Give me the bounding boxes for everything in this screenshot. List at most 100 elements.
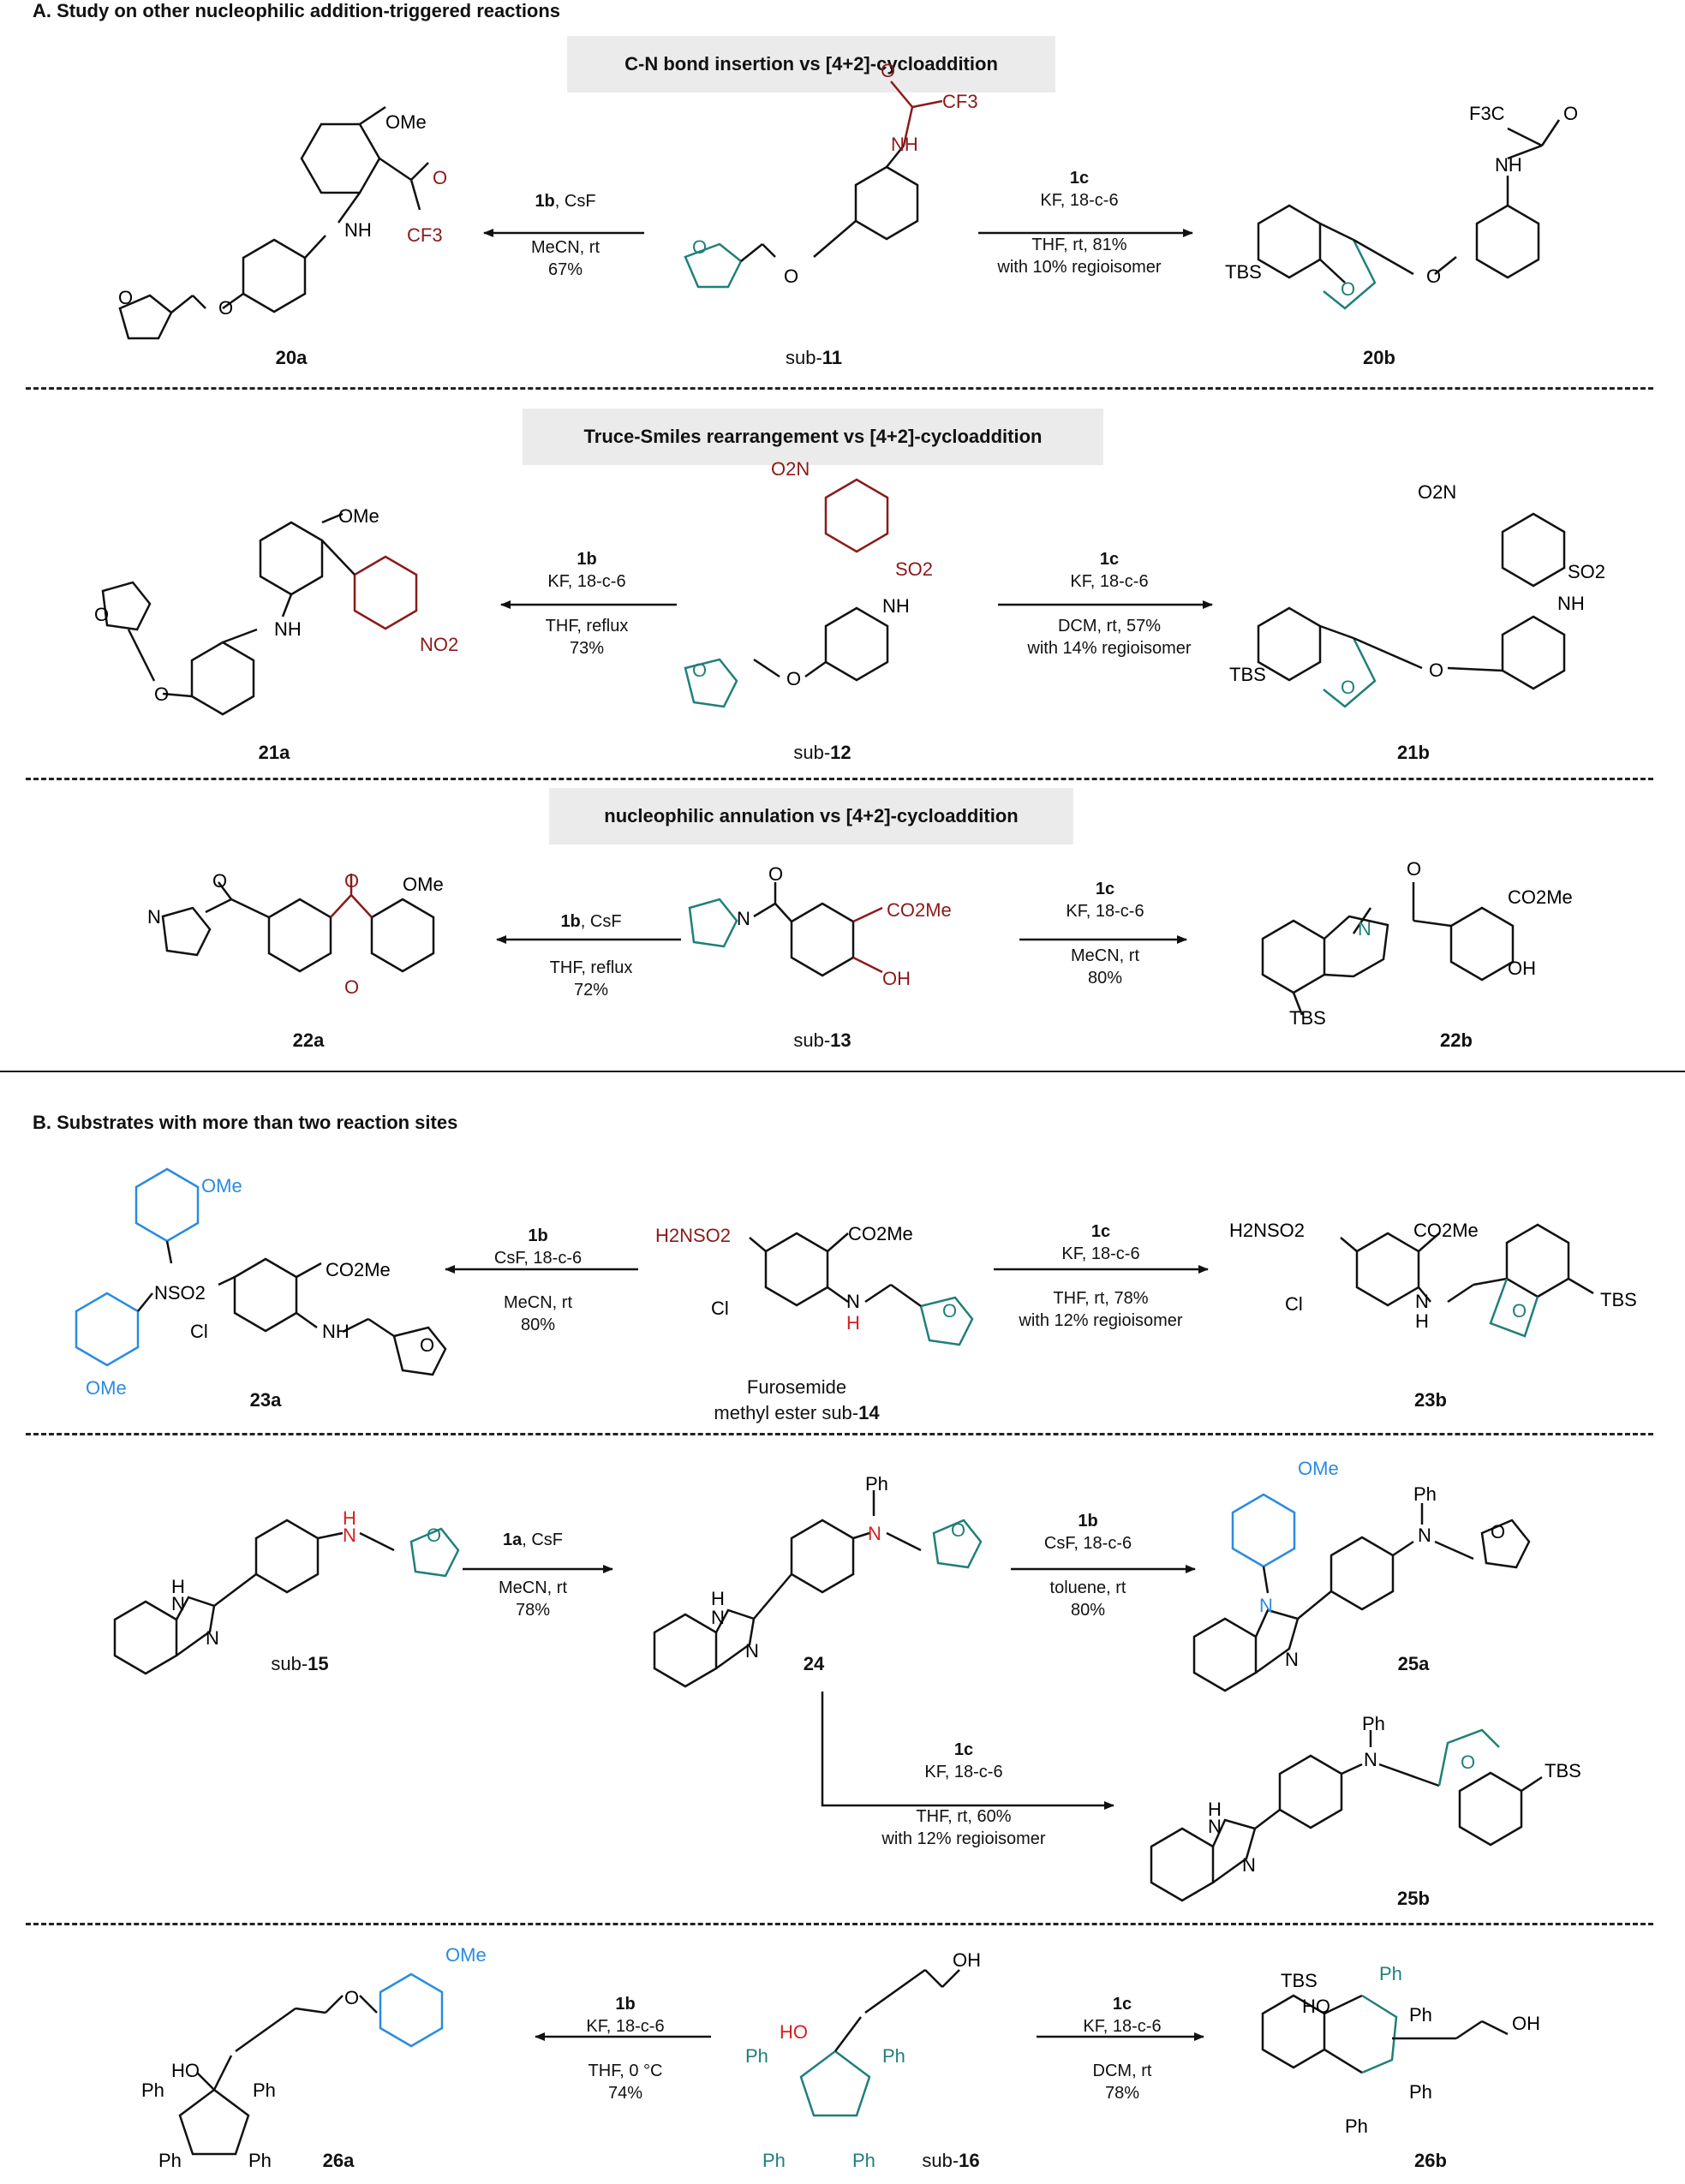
atom-label: O [951,1519,965,1541]
atom-label: CO2Me [1413,1220,1479,1241]
atom-label: N [1242,1854,1256,1876]
atom-label: NH [1557,593,1585,614]
atom-label: H [1208,1799,1222,1820]
atom-label: Ph [158,2150,182,2171]
cond-line: with 12% regioisomer [881,1829,1046,1848]
atom-label: O [692,236,707,258]
compound-label: sub-15 [271,1653,329,1674]
atom-label: CO2Me [848,1223,913,1244]
molecule-24 [653,1490,983,1688]
compound-label: sub-12 [793,742,851,763]
row3-title-box: nucleophilic annulation vs [4+2]-cycload… [549,788,1073,844]
cond-a3-right: 1c KF, 18-c-6 MeCN, rt 80% [1024,878,1186,989]
cond-line: DCM, rt [1092,2062,1152,2080]
compound-label: sub-16 [922,2150,980,2171]
cond-line: toluene, rt [1049,1578,1126,1597]
cond-line: 80% [1070,1601,1106,1620]
atom-label: O [218,297,233,319]
cond-line: THF, rt, 78% [1053,1289,1149,1308]
atom-label: O [1426,266,1441,287]
atom-label: N [147,906,161,928]
molecule-sub13 [688,882,883,977]
cond-line: with 14% regioisomer [1027,639,1192,658]
cond-line: KF, 18-c-6 [1070,572,1149,591]
compound-label: 23b [1414,1389,1447,1411]
atom-label: TBS [1545,1760,1581,1781]
atom-label: OMe [445,1944,487,1966]
atom-label: N [846,1291,860,1312]
reagent-label: 1c [1069,169,1090,188]
atom-label: O [154,683,169,705]
molecule-26b-labels: TBS HO Ph Ph Ph Ph OH [1281,1963,1540,2137]
atom-label: OMe [86,1377,127,1399]
atom-label: N [1415,1291,1429,1312]
reagent-label: 1a [502,1531,523,1549]
compound-label: Furosemide methyl ester sub-14 [714,1376,880,1423]
molecule-sub14-labels: H2NSO2 CO2Me Cl N H O [655,1223,957,1334]
atom-label: O [1512,1300,1527,1322]
atom-label: OMe [338,505,379,527]
atom-label: CF3 [942,91,978,112]
atom-label: O [344,1987,359,2008]
molecule-sub16 [799,1968,960,2117]
cond-b2-first: 1a, CsF MeCN, rt 78% [456,1529,610,1621]
cond-line: KF, 18-c-6 [1083,2017,1162,2036]
atom-label: Cl [190,1321,208,1342]
cond-b2-second: 1b CsF, 18-c-6 toluene, rt 80% [1011,1510,1165,1621]
molecule-20b [1257,119,1561,310]
molecule-21b-labels: O2N SO2 NH TBS O O [1229,481,1605,698]
atom-label: O2N [771,458,810,480]
row1-title-box: C-N bond insertion vs [4+2]-cycloadditio… [567,36,1055,92]
molecule-23b-labels: H2NSO2 CO2Me Cl N H O TBS [1229,1220,1637,1332]
compound-label: 24 [803,1653,825,1674]
cond-line: with 10% regioisomer [997,258,1162,277]
cond-line: KF, 18-c-6 [586,2017,665,2036]
cond-line: 74% [607,2084,643,2103]
atom-label: Ph [141,2080,164,2101]
molecule-21a [101,512,418,716]
cond-b1-right: 1c KF, 18-c-6 THF, rt, 78% with 12% regi… [994,1220,1208,1332]
atom-label: O [1491,1521,1505,1543]
atom-label: NH [274,618,302,640]
molecule-sub11 [684,81,943,289]
cond-line: MeCN, rt [1071,946,1139,965]
molecule-24-labels: H N N Ph N O [711,1473,965,1662]
atom-label: Ph [1409,2004,1432,2026]
atom-label: H [711,1588,725,1609]
atom-label: O [881,60,895,81]
atom-label: NSO2 [154,1282,206,1304]
molecule-23a-labels: OMe NSO2 OMe CO2Me Cl NH O [86,1175,434,1399]
atom-label: O [433,167,447,188]
atom-label: N [1358,918,1371,940]
section-b-header: B. Substrates with more than two reactio… [33,1112,458,1133]
compound-label: 26a [322,2150,355,2171]
atom-label: O [344,870,359,892]
cond-line: 78% [1104,2084,1140,2103]
atom-label: OMe [1298,1458,1339,1479]
atom-label: N [1418,1525,1431,1546]
cond-line: THF, reflux [549,958,633,977]
atom-label: H2NSO2 [655,1225,731,1246]
reagent-label: 1b [1078,1512,1098,1531]
molecule-22a-labels: N O O O OMe [147,870,444,998]
cond-line: CsF, 18-c-6 [493,1249,583,1268]
atom-label: N [1364,1749,1377,1770]
separator-dashed-1 [26,387,1653,390]
cond-line: KF, 18-c-6 [1040,191,1119,210]
atom-label: F3C [1469,103,1505,124]
reagent-label: 1b [577,550,597,569]
atom-label: N [171,1593,185,1614]
molecule-20b-labels: TBS O O NH O F3C [1225,103,1578,300]
reagent-label: 1c [953,1740,974,1759]
atom-label: O [692,659,707,681]
reagent-label: 1c [1095,880,1115,898]
atom-label: OMe [385,111,427,133]
atom-label: OH [953,1949,981,1971]
atom-label: NH [891,134,918,155]
compound-label: 21b [1397,742,1430,763]
molecule-sub14 [749,1232,974,1346]
atom-label: Ph [1413,1483,1437,1505]
molecule-20a [118,105,429,340]
cond-line: 72% [573,981,609,1000]
cond-line: 80% [1087,969,1123,988]
